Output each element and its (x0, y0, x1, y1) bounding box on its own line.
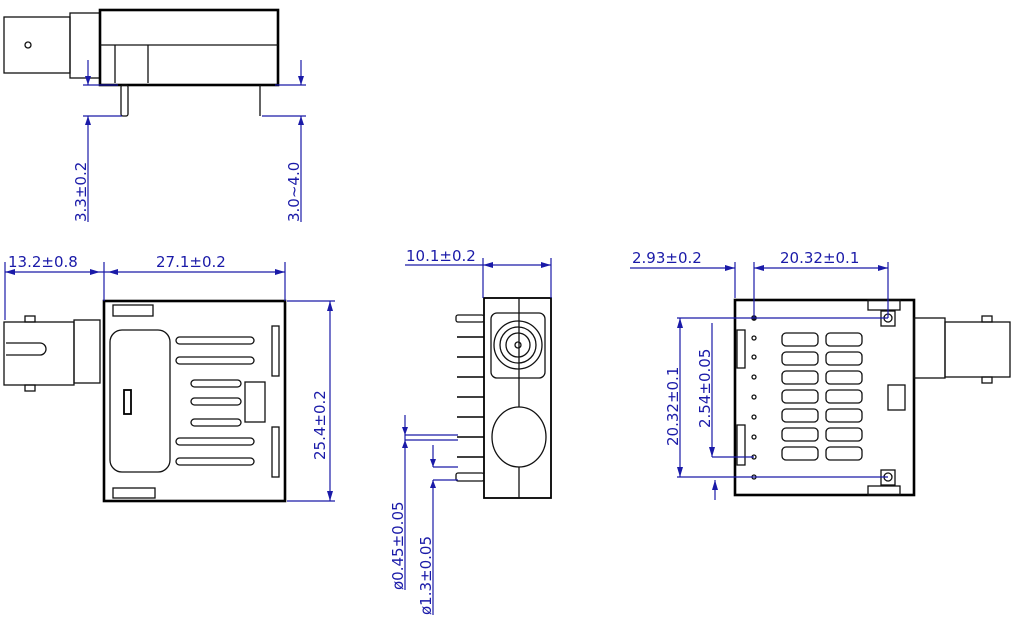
dim-post-spacing-y: 20.32±0.1 (664, 367, 682, 446)
dim-pin-length-left: 3.3±0.2 (72, 162, 90, 222)
dim-pin-length-right: 3.0~4.0 (285, 162, 303, 222)
slot-grid (781, 332, 863, 461)
dim-connector-length: 13.2±0.8 (8, 253, 78, 271)
dim-edge-offset: 2.93±0.2 (632, 249, 702, 267)
dim-pin-diameter: ø0.45±0.05 (389, 501, 407, 590)
dim-post-diameter: ø1.3±0.05 (417, 536, 435, 615)
dim-post-spacing-x: 20.32±0.1 (780, 249, 859, 267)
dim-body-height: 25.4±0.2 (311, 390, 329, 460)
top-view: 3.3±0.2 3.0~4.0 (3, 8, 306, 222)
bottom-view: 2.93±0.2 20.32±0.1 20.32±0.1 2.54±0.05 (630, 249, 1011, 500)
dim-body-width: 10.1±0.2 (406, 247, 476, 265)
dim-body-length: 27.1±0.2 (156, 253, 226, 271)
front-view: 13.2±0.8 27.1±0.2 25.4±0.2 (3, 253, 335, 503)
dim-pin-pitch: 2.54±0.05 (696, 349, 714, 428)
pin-holes (751, 315, 757, 480)
side-view: 10.1±0.2 ø0.45±0.05 ø1.3±0.05 (389, 247, 552, 615)
